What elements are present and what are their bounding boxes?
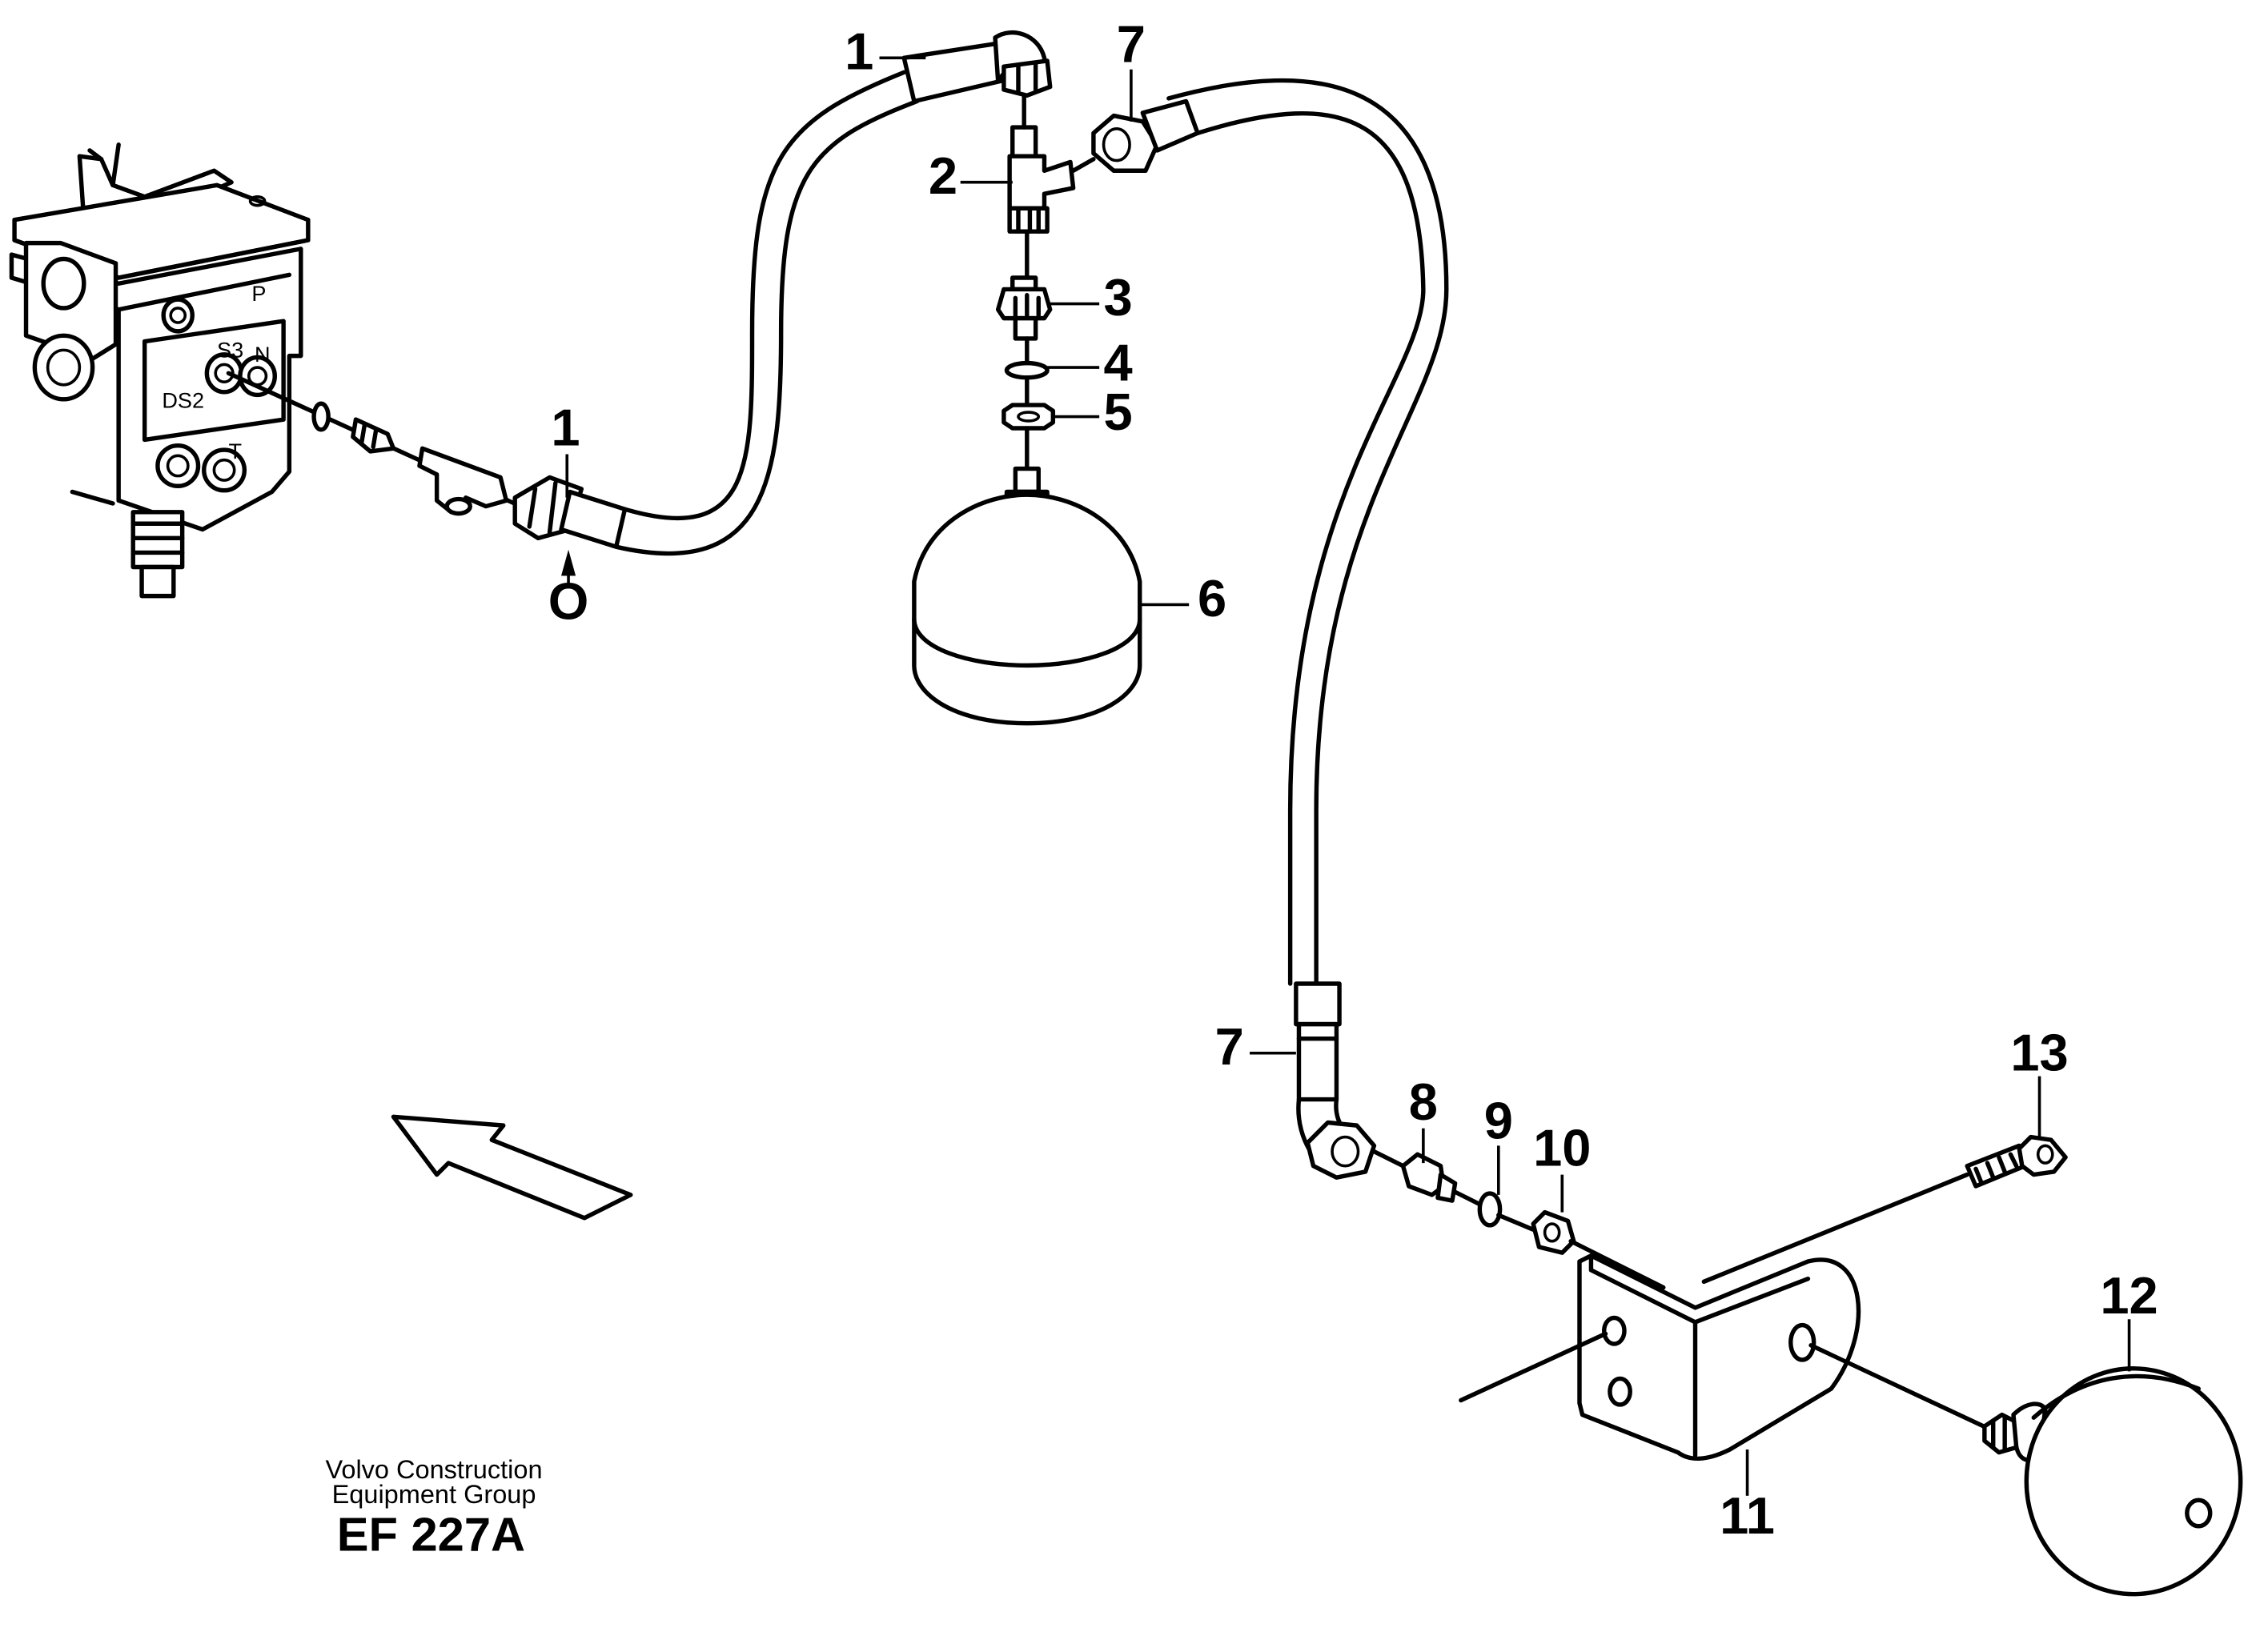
figure-id: EF 227A: [337, 1507, 525, 1561]
port-label-t: T: [228, 439, 242, 463]
callout-o: O: [548, 572, 589, 631]
control-valve-block: [9, 142, 311, 599]
buffer-12: [1808, 1343, 2243, 1597]
callout-12: 12: [2100, 1266, 2158, 1325]
hose-7-edge: [1195, 111, 1426, 986]
callout-10: 10: [1533, 1119, 1591, 1177]
port-label-p: P: [251, 281, 266, 306]
callout-7-bottom: 7: [1215, 1017, 1244, 1076]
leader-lines: [561, 56, 2131, 1496]
credit-line-1: Volvo Construction: [325, 1455, 542, 1484]
bolt-13: [1701, 1134, 2068, 1285]
top-fitting-stack: [901, 30, 1096, 511]
callout-4: 4: [1104, 333, 1133, 391]
credit-line-2: Equipment Group: [332, 1480, 536, 1509]
right-fittings-top: [1091, 98, 1200, 173]
view-direction-arrow: [391, 1114, 633, 1221]
callout-3: 3: [1104, 268, 1133, 327]
callout-9: 9: [1484, 1091, 1513, 1149]
callout-1-left: 1: [551, 399, 580, 457]
right-fittings-bottom: [1294, 981, 1666, 1290]
callout-1-top: 1: [845, 22, 873, 81]
port-label-ds2: DS2: [162, 388, 204, 413]
callout-8: 8: [1409, 1073, 1438, 1131]
callout-6: 6: [1198, 569, 1226, 628]
hose-7: [1166, 78, 1449, 986]
bracket-11: [1459, 1253, 1861, 1462]
port-label-s3: S3: [217, 337, 243, 362]
callout-2: 2: [929, 146, 957, 205]
accumulator-6: [912, 492, 1142, 726]
callout-5: 5: [1104, 383, 1133, 441]
hose-1: [622, 70, 906, 521]
hose-1-edge: [613, 98, 920, 556]
port-label-n: N: [255, 342, 271, 367]
callout-7-top: 7: [1117, 15, 1146, 74]
callout-11: 11: [1720, 1486, 1775, 1545]
callout-13: 13: [2010, 1023, 2068, 1081]
